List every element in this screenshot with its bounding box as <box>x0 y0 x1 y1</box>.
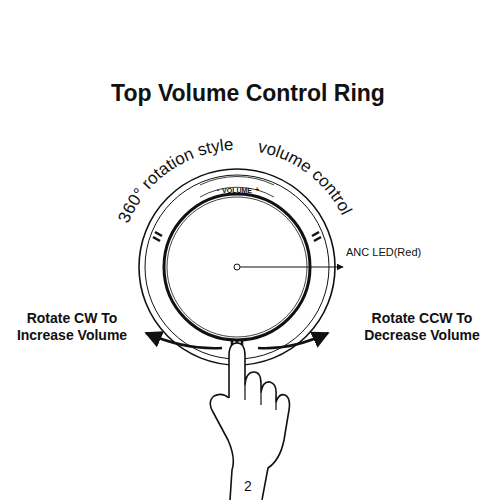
direction-note: Rotate CCW To Decrease Volume <box>352 310 492 344</box>
led-label: ANC LED(Red) <box>344 246 423 258</box>
cw-arrow <box>146 333 222 348</box>
direction-note: Rotate CW To Increase Volume <box>4 310 140 344</box>
minus-sign: - <box>217 186 219 193</box>
page-number: 2 <box>0 478 496 494</box>
anc-led <box>234 264 240 270</box>
plus-sign: + <box>255 186 259 193</box>
svg-text:360° rotation style: 360° rotation style <box>114 135 234 226</box>
ccw-arrow <box>258 333 328 348</box>
arc-label: 360° rotation style <box>114 135 234 226</box>
leader-line <box>240 267 343 268</box>
hand <box>210 343 289 500</box>
svg-text:volume control: volume control <box>256 137 355 218</box>
volume-mark: VOLUME <box>222 187 252 194</box>
grip-marks <box>153 232 321 347</box>
title: Top Volume Control Ring <box>0 80 496 107</box>
arc-label: volume control <box>256 137 355 218</box>
